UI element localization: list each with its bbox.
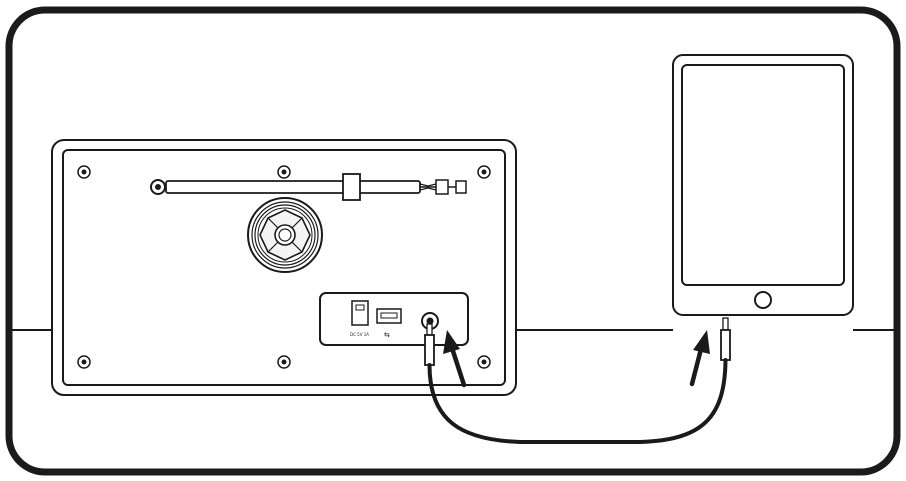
screw-top-left — [77, 165, 91, 179]
antenna-connector — [435, 179, 449, 195]
cable-wire — [427, 358, 728, 444]
audio-cable — [424, 317, 731, 444]
screw-top-right — [477, 165, 491, 179]
tablet — [672, 54, 854, 316]
tablet-plug-tip — [722, 317, 729, 331]
arrow-to-radio-jack-icon — [443, 330, 467, 388]
dc-port-label: DC 5V 1A — [350, 332, 369, 337]
telescopic-antenna — [150, 173, 467, 201]
tablet-screen — [681, 64, 845, 286]
tablet-plug-body — [720, 329, 731, 361]
usb-symbol-icon: ⇆ — [384, 331, 390, 339]
radio-plug-body — [424, 334, 435, 366]
tablet-home-button — [754, 291, 772, 309]
screw-bottom-right — [477, 355, 491, 369]
screw-bottom-left — [77, 355, 91, 369]
antenna-rod — [165, 180, 421, 194]
screw-top-middle — [277, 165, 291, 179]
screw-bottom-middle — [277, 355, 291, 369]
rear-port-panel: DC 5V 1A ⇆ — [319, 292, 469, 346]
arrow-to-tablet-jack-icon — [689, 330, 710, 387]
radio-back-panel: DC 5V 1A ⇆ — [51, 139, 517, 396]
speaker-grille — [247, 197, 323, 273]
antenna-clip — [342, 173, 361, 201]
